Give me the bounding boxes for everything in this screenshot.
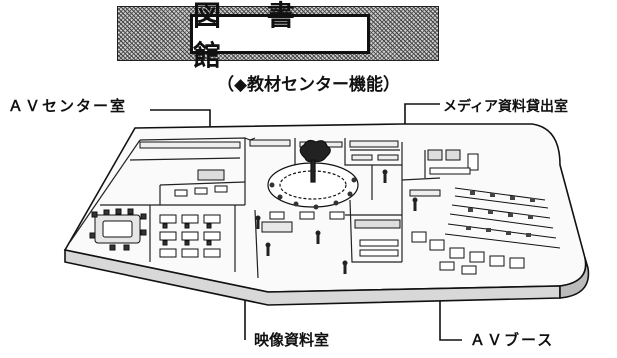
title-banner: 図 書 館 bbox=[117, 0, 439, 72]
interior-walls bbox=[69, 137, 441, 279]
subtitle: （◆教材センター機能） bbox=[216, 75, 401, 95]
title-box: 図 書 館 bbox=[190, 0, 370, 72]
page-title: 図 書 館 bbox=[193, 0, 313, 72]
av-center-room-furniture bbox=[89, 208, 147, 251]
central-reading-area bbox=[267, 139, 359, 210]
av-booth-rows bbox=[411, 187, 561, 275]
media-lending-shelves bbox=[409, 149, 479, 197]
callout-media-lending-room: メディア資料貸出室 bbox=[443, 99, 569, 115]
callout-av-center-room: ＡＶセンター室 bbox=[8, 97, 128, 115]
center-desks bbox=[261, 211, 401, 257]
people-figures bbox=[255, 169, 418, 274]
tree-icon bbox=[299, 139, 331, 183]
callout-av-booth: ＡＶブース bbox=[470, 331, 555, 349]
callout-video-materials-room: 映像資料室 bbox=[254, 331, 330, 349]
study-room-desks bbox=[159, 169, 228, 258]
